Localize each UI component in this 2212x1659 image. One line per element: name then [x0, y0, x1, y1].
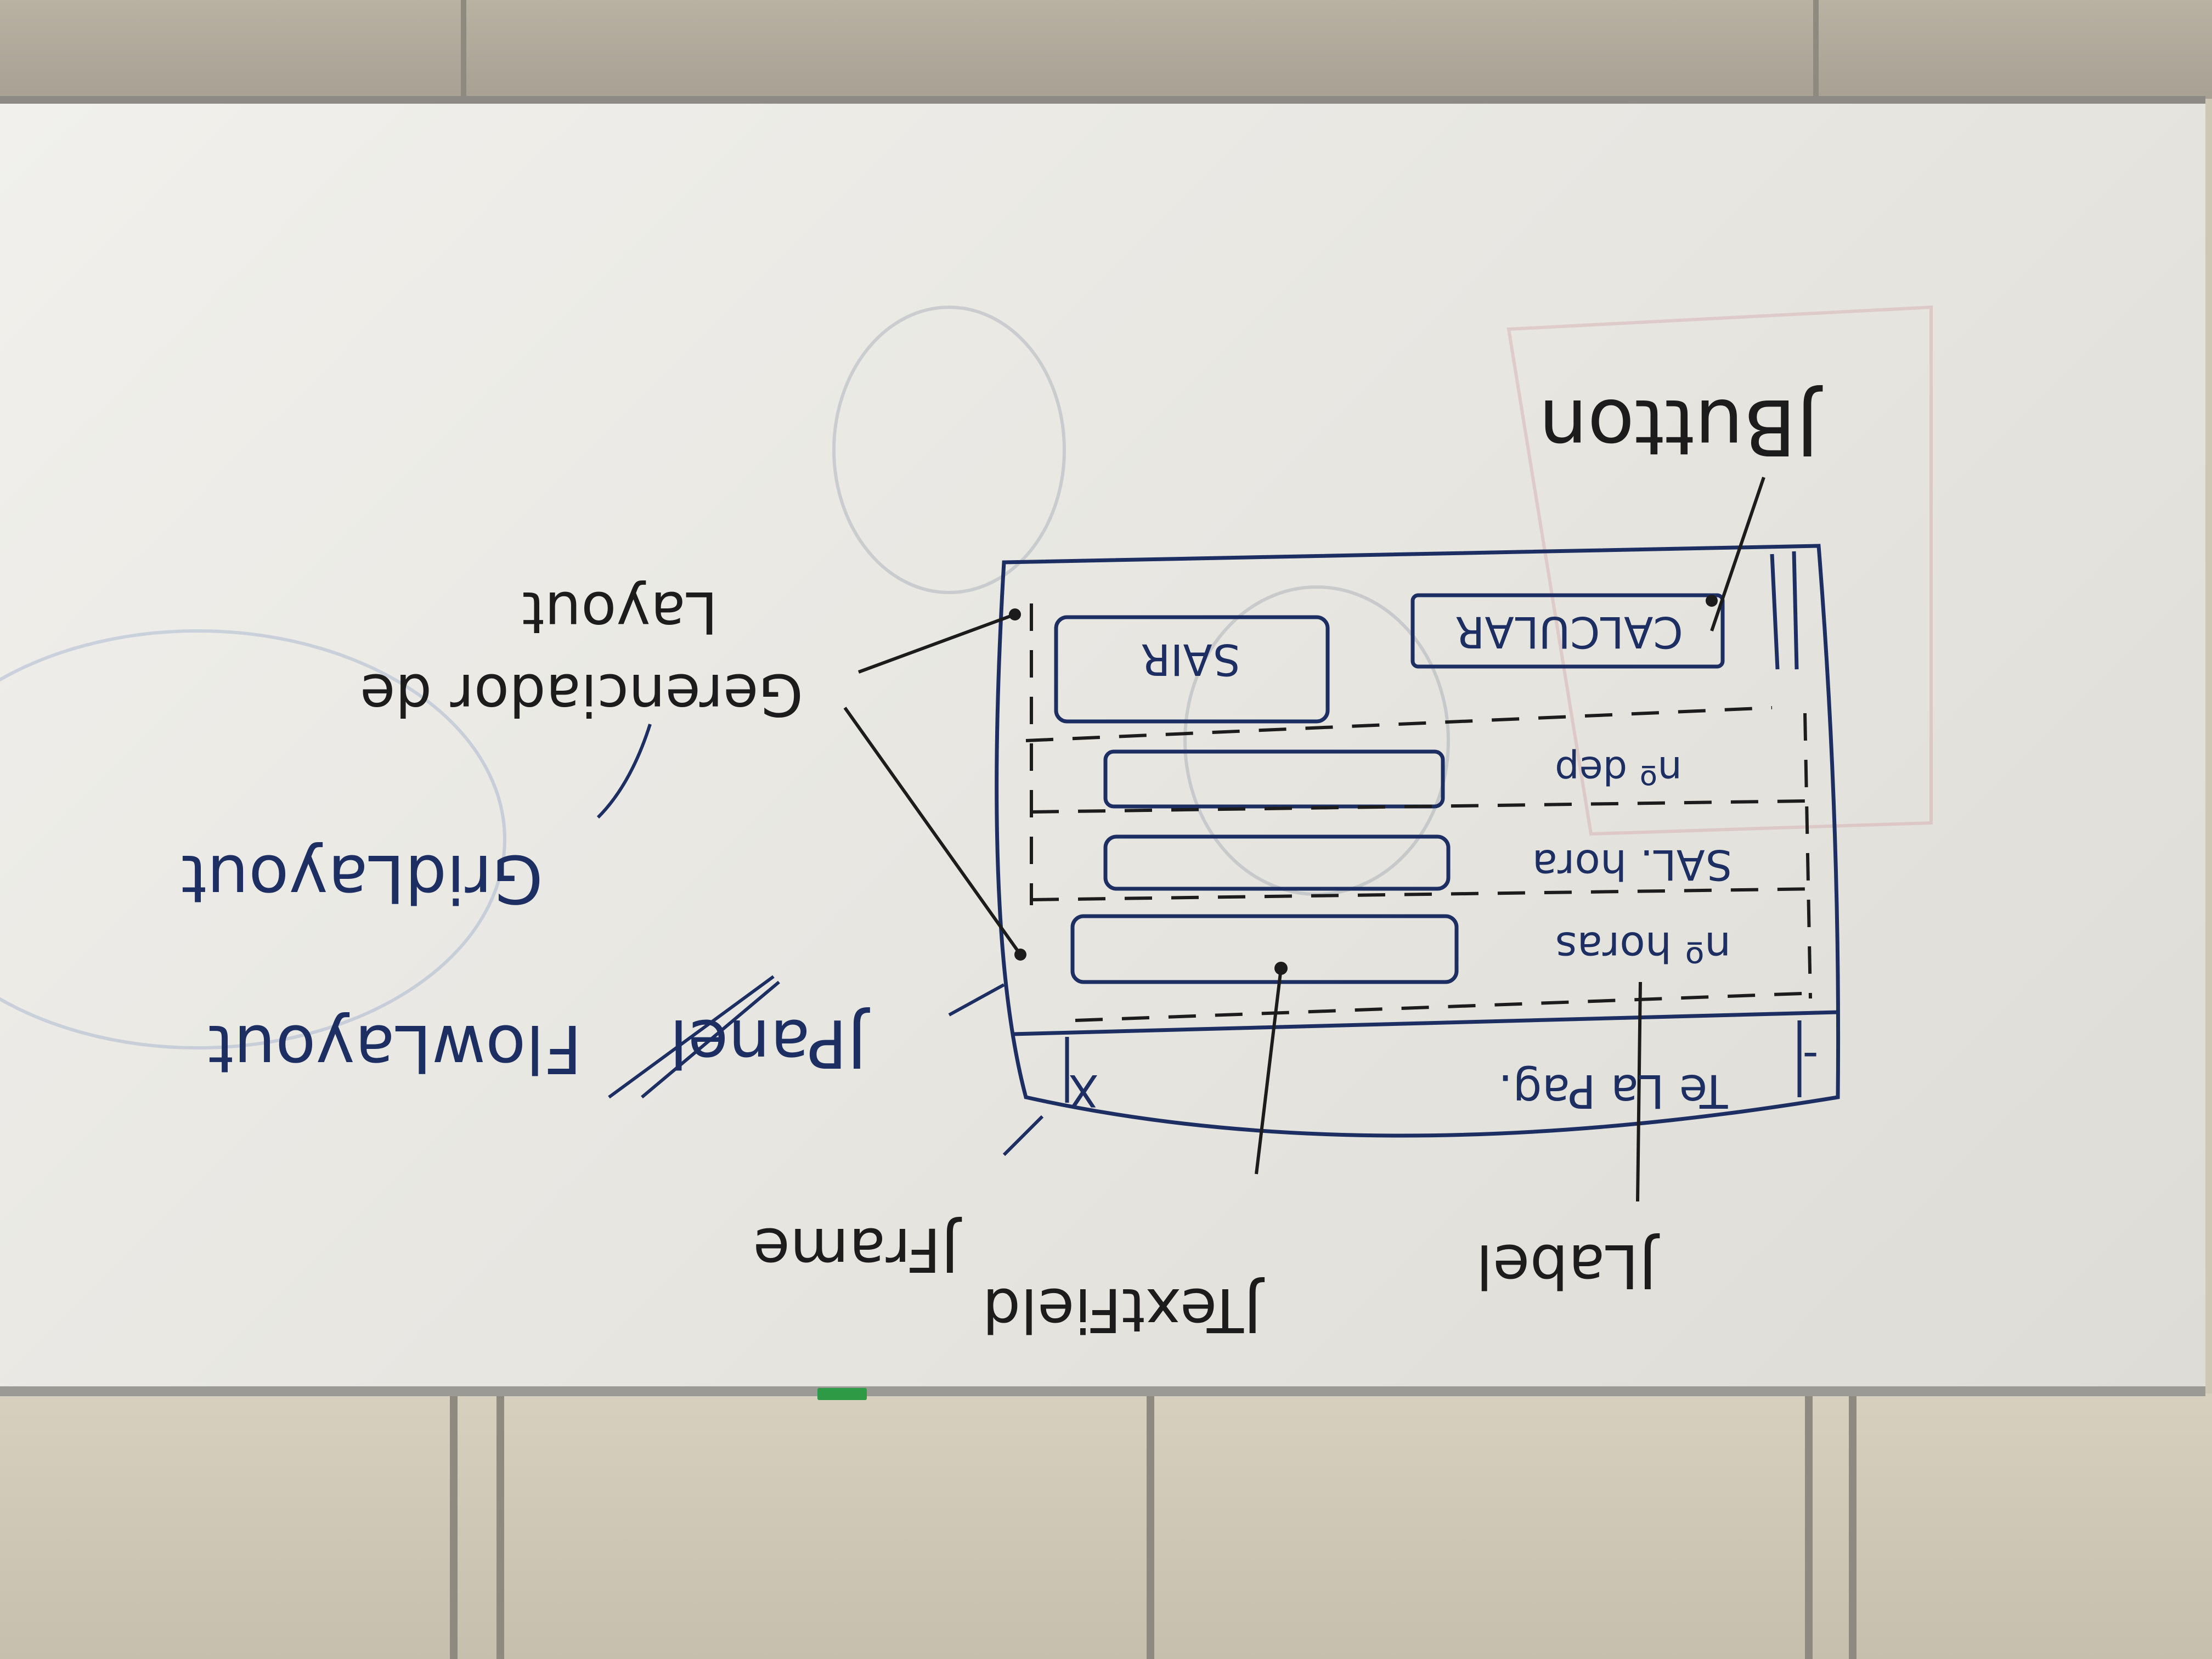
title-label: Te La Pag.: [1498, 1064, 1729, 1118]
marker-clip: [817, 1388, 867, 1400]
wall-divider: [461, 0, 466, 99]
wall-divider: [1813, 0, 1819, 99]
button-sair: [1054, 615, 1330, 724]
button-calcular-label: CALCULAR: [1455, 607, 1683, 656]
jtextfield-dep: [1103, 749, 1445, 809]
annotation-layout-manager-2: Layout: [522, 579, 718, 646]
whiteboard: [0, 96, 2205, 1396]
annotation-layout-manager-1: Gerenciador de: [360, 661, 803, 728]
wall-divider: [1147, 1396, 1154, 1659]
wall-divider: [450, 1396, 458, 1659]
wall-divider: [1805, 1396, 1813, 1659]
label-dependents: nº dep: [1555, 748, 1682, 793]
label-salary: SAL. hora: [1532, 840, 1733, 889]
label-hours: nº horas: [1555, 923, 1731, 972]
button-sair-label: SAIR: [1141, 634, 1240, 684]
button-calcular: [1410, 593, 1725, 669]
annotation-gridlayout: GridLayout: [181, 840, 543, 916]
jtextfield-hours: [1070, 914, 1459, 984]
wall-divider: [1849, 1396, 1857, 1659]
jtextfield-salary: [1103, 834, 1451, 891]
wall-divider: [496, 1396, 504, 1659]
annotation-jpanel: JPanel: [669, 1005, 870, 1081]
jframe-outline: [995, 544, 1841, 1138]
annotation-jframe: JFrame: [753, 1215, 962, 1285]
annotation-jlabel: JLabel: [1476, 1231, 1660, 1301]
close-button-label: X: [1069, 1065, 1099, 1116]
wall-bottom: [0, 1393, 2212, 1659]
annotation-jbutton: JButton: [1539, 382, 1823, 471]
wall-top: [0, 0, 2212, 99]
annotation-jtextfield: JTextField: [983, 1275, 1265, 1345]
minimize-button-label: -: [1803, 1032, 1819, 1083]
annotation-flowlayout: FlowLayout: [208, 1010, 582, 1086]
title-bar-line: [1012, 1010, 1838, 1036]
